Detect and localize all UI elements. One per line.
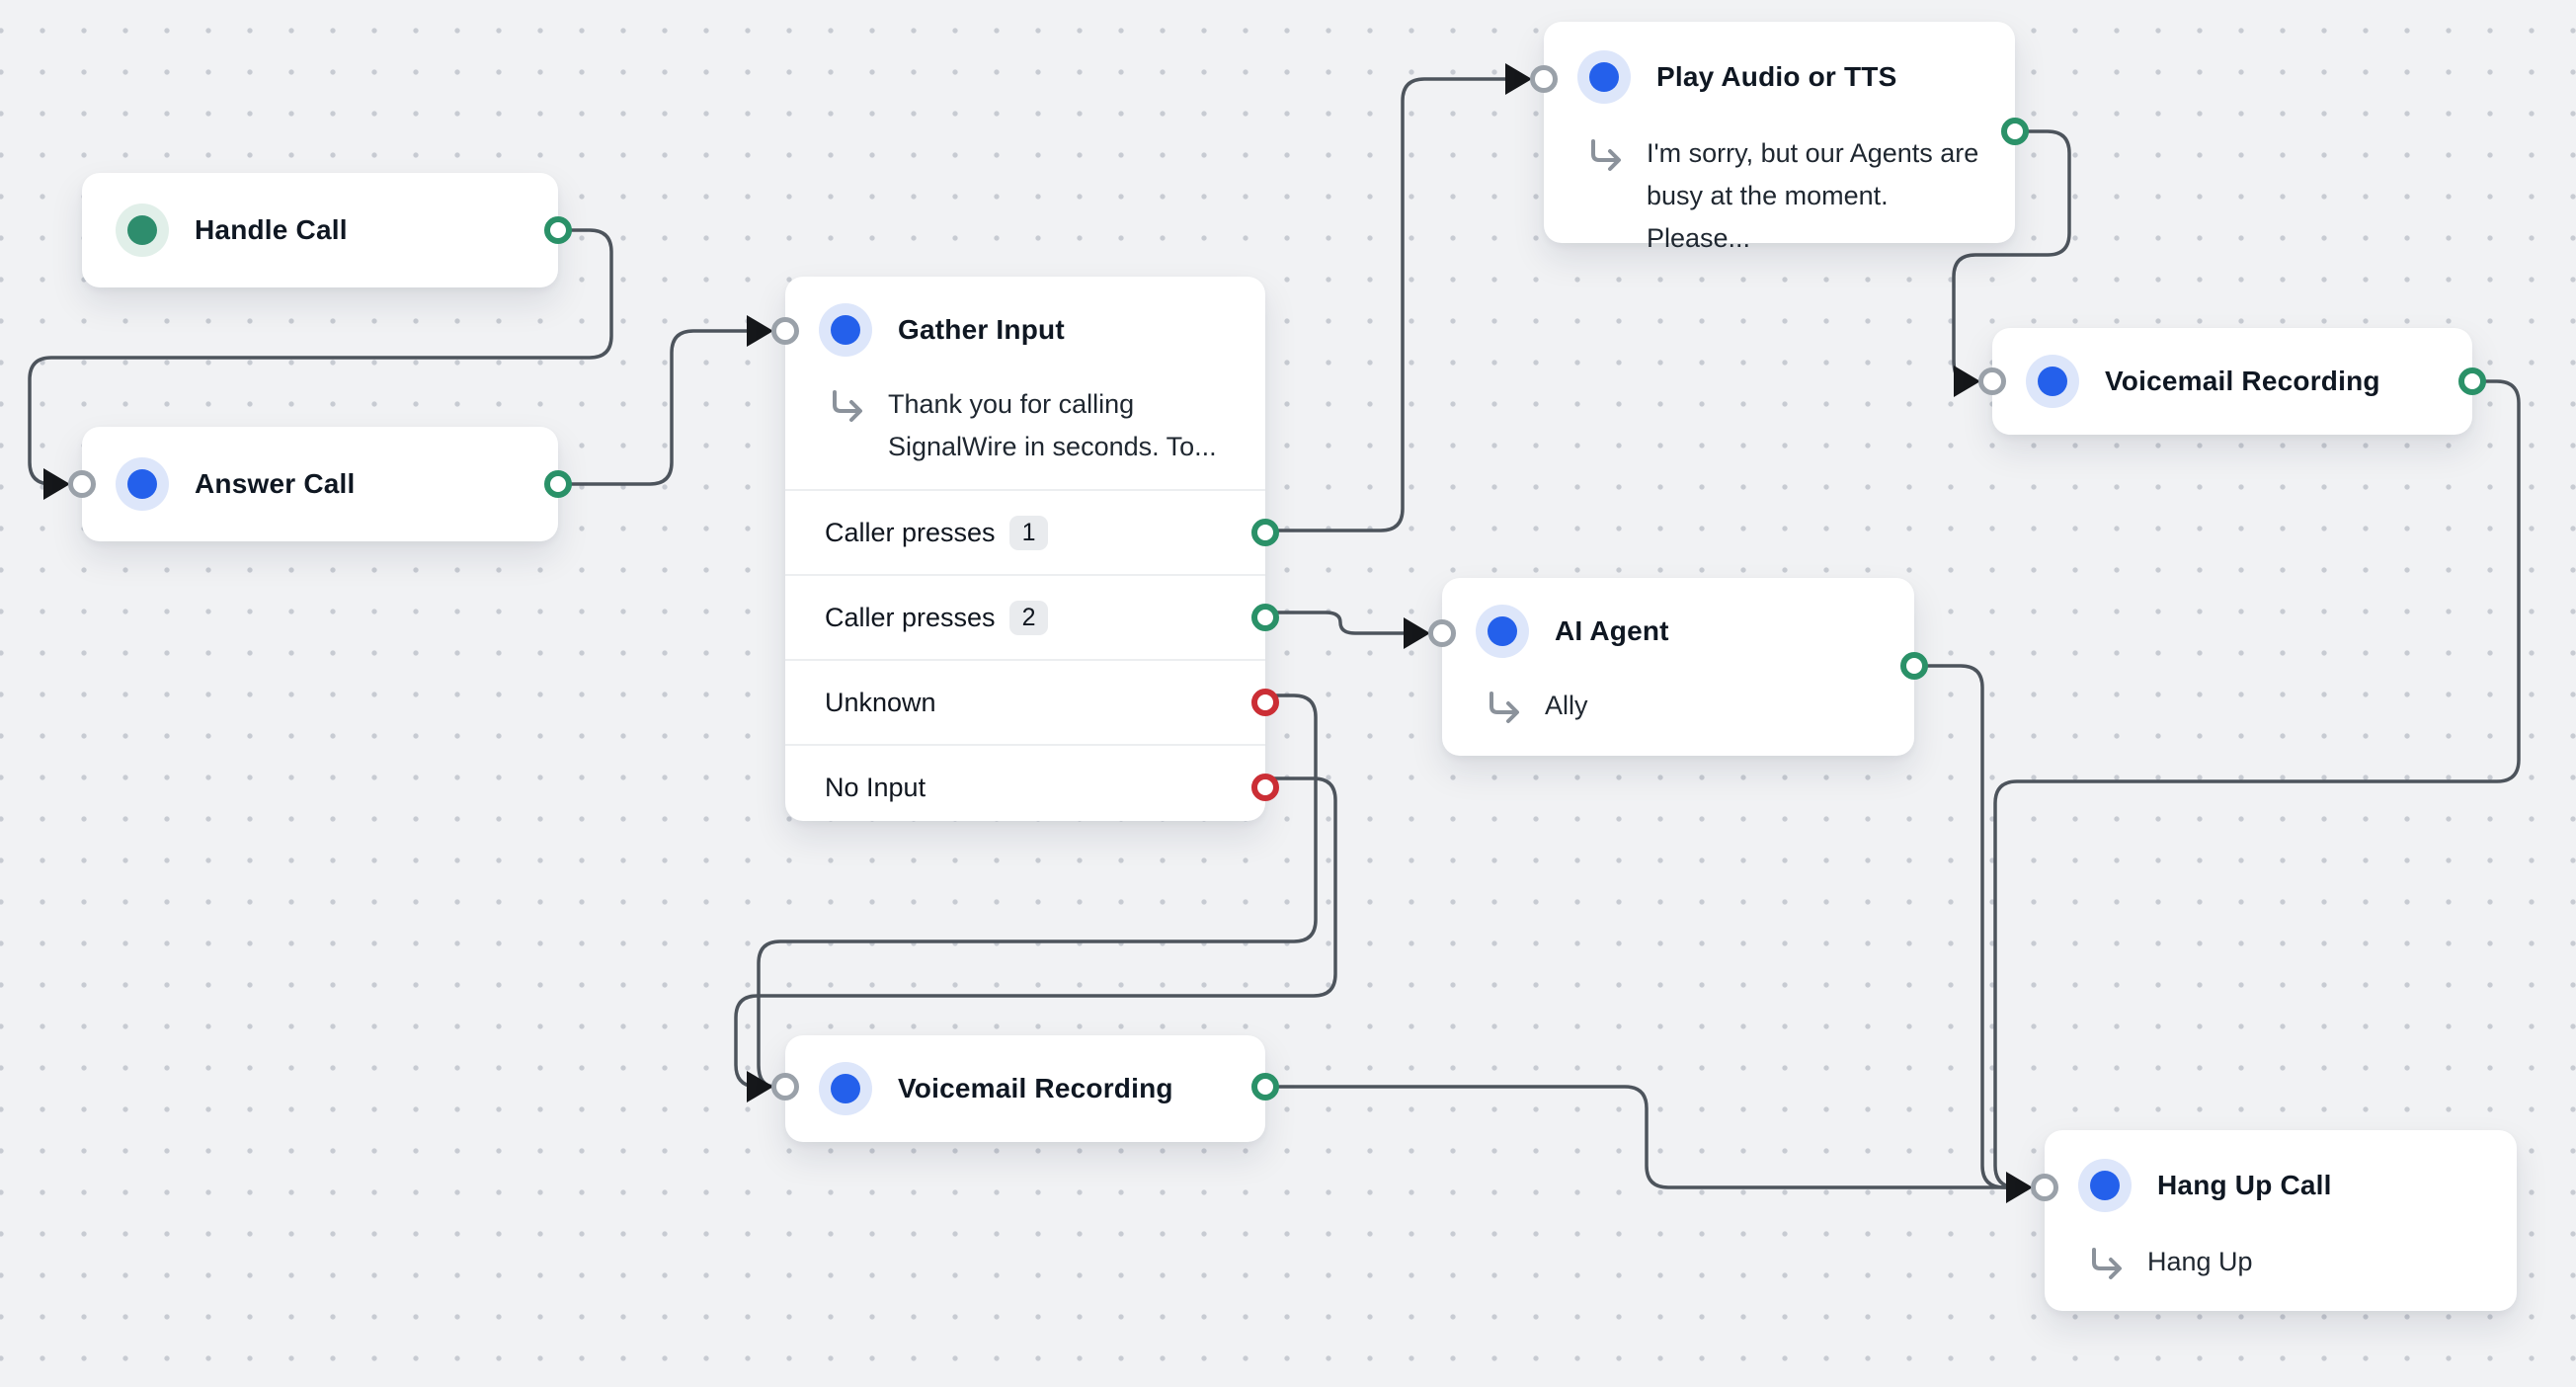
node-hang-up-call[interactable]: Hang Up Call Hang Up xyxy=(2031,1130,2517,1311)
node-title: Answer Call xyxy=(195,468,356,499)
node-ai-agent[interactable]: AI Agent Ally xyxy=(1428,578,1928,756)
arrowhead-ai-agent xyxy=(1404,617,1430,649)
node-answer-call[interactable]: Answer Call xyxy=(68,427,572,541)
node-title: AI Agent xyxy=(1555,615,1669,646)
reply-arrow-icon xyxy=(2092,1248,2122,1279)
output-port[interactable] xyxy=(2001,118,2029,145)
row-key-badge: 2 xyxy=(1008,600,1049,635)
wire-answer-to-gather xyxy=(558,329,749,486)
wire-unknown-to-voicemail xyxy=(757,694,1318,1089)
node-type-dot xyxy=(127,215,157,245)
reply-arrow-icon xyxy=(1489,692,1519,723)
node-title: Voicemail Recording xyxy=(898,1073,1173,1103)
arrowhead-play-audio xyxy=(1505,63,1532,95)
input-port[interactable] xyxy=(771,317,799,345)
wire-press2-to-ai xyxy=(1265,611,1406,635)
node-type-dot-halo xyxy=(1577,50,1631,104)
node-type-dot-halo xyxy=(2078,1159,2132,1212)
output-port[interactable] xyxy=(2458,367,2486,395)
wire-press1-to-play xyxy=(1265,77,1507,532)
wire-handle-to-answer xyxy=(28,228,613,486)
input-port[interactable] xyxy=(68,470,96,498)
node-message: Thank you for calling SignalWire in seco… xyxy=(888,389,1217,461)
node-type-dot-halo xyxy=(116,204,169,257)
input-port[interactable] xyxy=(2031,1174,2058,1201)
row-key-badge: 1 xyxy=(1008,515,1049,550)
node-title: Play Audio or TTS xyxy=(1656,61,1897,92)
row-label: Caller presses xyxy=(825,602,996,632)
reply-arrow-icon xyxy=(1591,139,1621,171)
wire-voicemailright-to-hangup xyxy=(1993,379,2521,1189)
arrowhead-answer-call xyxy=(43,468,70,500)
output-port[interactable] xyxy=(1251,604,1279,631)
node-type-dot-halo xyxy=(819,303,872,357)
node-message: Ally xyxy=(1545,691,1588,720)
node-message: I'm sorry, but our Agents are busy at th… xyxy=(1647,138,1979,253)
node-type-dot-halo xyxy=(1476,605,1529,658)
output-port-error[interactable] xyxy=(1251,689,1279,716)
node-type-dot xyxy=(127,469,157,499)
node-title: Handle Call xyxy=(195,214,348,245)
node-type-dot xyxy=(1488,616,1517,646)
node-title: Hang Up Call xyxy=(2157,1170,2332,1200)
row-label: No Input xyxy=(825,772,926,802)
wire-voicemailbottom-to-hangup xyxy=(1265,1085,2009,1189)
node-title: Gather Input xyxy=(898,314,1065,345)
gather-output-row[interactable]: Caller presses 1 xyxy=(785,489,1279,574)
row-label: Caller presses xyxy=(825,517,996,547)
arrowhead-hangup-call xyxy=(2006,1172,2033,1203)
input-port[interactable] xyxy=(1978,367,2006,395)
node-type-dot xyxy=(831,1074,860,1103)
node-type-dot xyxy=(2090,1171,2120,1200)
input-port[interactable] xyxy=(1428,619,1456,647)
node-message: Hang Up xyxy=(2147,1247,2253,1276)
wire-ai-to-hangup xyxy=(1914,664,2015,1189)
row-label: Unknown xyxy=(825,687,936,717)
node-type-dot-halo xyxy=(116,457,169,511)
node-voicemail-recording-right[interactable]: Voicemail Recording xyxy=(1978,328,2486,435)
node-type-dot-halo xyxy=(2026,355,2079,408)
gather-output-row[interactable]: No Input xyxy=(785,744,1279,829)
wire-noinput-to-voicemail xyxy=(734,776,1337,1089)
arrowhead-voicemail-right xyxy=(1954,366,1980,397)
gather-output-row[interactable]: Unknown xyxy=(785,659,1279,744)
reply-arrow-icon xyxy=(833,390,862,422)
node-type-dot xyxy=(1589,62,1619,92)
output-port[interactable] xyxy=(544,470,572,498)
arrowhead-gather-input xyxy=(747,315,773,347)
node-type-dot xyxy=(831,315,860,345)
output-port[interactable] xyxy=(1900,652,1928,680)
input-port[interactable] xyxy=(771,1073,799,1101)
node-gather-input[interactable]: Gather Input Thank you for calling Signa… xyxy=(771,277,1279,821)
gather-output-row[interactable]: Caller presses 2 xyxy=(785,574,1279,659)
input-port[interactable] xyxy=(1530,65,1558,93)
output-port-error[interactable] xyxy=(1251,774,1279,801)
node-voicemail-recording-bottom[interactable]: Voicemail Recording xyxy=(771,1035,1279,1142)
node-type-dot xyxy=(2038,367,2067,396)
node-title: Voicemail Recording xyxy=(2105,366,2380,396)
node-type-dot-halo xyxy=(819,1062,872,1115)
node-play-audio-tts[interactable]: Play Audio or TTS I'm sorry, but our Age… xyxy=(1530,22,2029,253)
output-port[interactable] xyxy=(1251,519,1279,546)
arrowhead-voicemail-bottom xyxy=(747,1071,773,1102)
output-port[interactable] xyxy=(544,216,572,244)
output-port[interactable] xyxy=(1251,1073,1279,1101)
node-handle-call[interactable]: Handle Call xyxy=(82,173,572,287)
